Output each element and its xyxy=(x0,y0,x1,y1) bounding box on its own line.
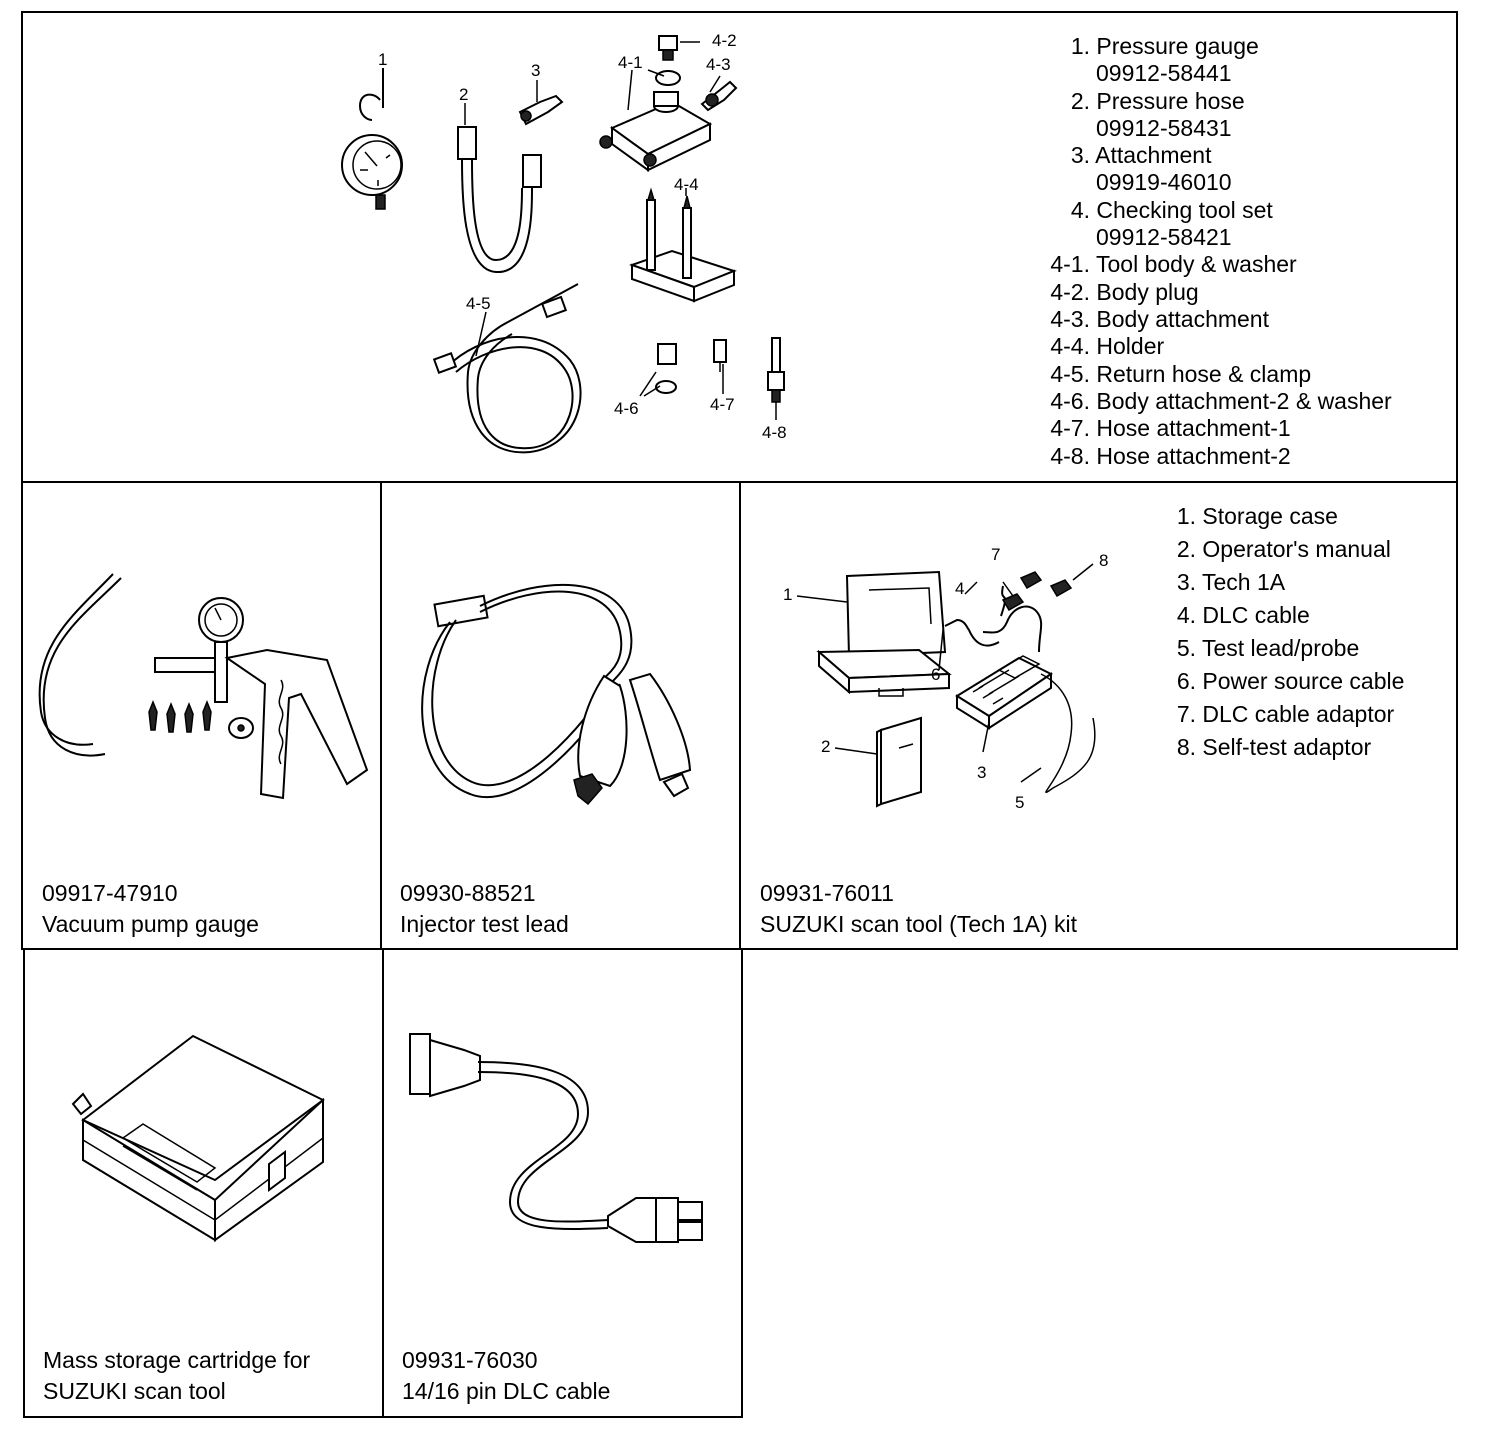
part-name: Pressure hose xyxy=(1096,88,1245,114)
scan-tool-kit-panel xyxy=(739,481,1458,950)
part-name: Body attachment-2 & washer xyxy=(1096,388,1392,414)
part-code: 09919-46010 xyxy=(1096,169,1232,195)
cartridge-line-1: Mass storage cartridge for xyxy=(43,1347,311,1373)
part-code: 09912-58441 xyxy=(1096,60,1232,86)
part-name: Tool body & washer xyxy=(1095,251,1297,277)
part-name: Hose attachment-2 xyxy=(1096,443,1291,469)
mass-storage-cartridge-panel xyxy=(23,948,384,1418)
scan-part-number: 3. xyxy=(1176,569,1196,595)
scan-part-number: 1. xyxy=(1176,503,1196,529)
injector-lead-name: Injector test lead xyxy=(400,911,569,937)
vacuum-pump-code: 09917-47910 xyxy=(42,880,178,906)
part-number: 4-7. xyxy=(1050,415,1090,441)
part-number: 4-2. xyxy=(1050,279,1090,305)
part-number: 4-4. xyxy=(1050,333,1090,359)
part-number: 4-6. xyxy=(1050,388,1090,414)
checking-tool-set-panel xyxy=(21,11,1458,483)
scan-part-name: Storage case xyxy=(1202,503,1338,529)
part-code: 09912-58431 xyxy=(1096,115,1232,141)
scan-callout-2: 2 xyxy=(821,737,830,756)
part-number: 4-3. xyxy=(1050,306,1090,332)
scan-part-number: 4. xyxy=(1176,602,1196,628)
part-name: Body plug xyxy=(1096,279,1199,305)
scan-part-name: Tech 1A xyxy=(1201,569,1286,595)
scan-part-number: 2. xyxy=(1176,536,1196,562)
part-name: Hose attachment-1 xyxy=(1096,415,1291,441)
mass-storage-cartridge-illustration xyxy=(71,1034,325,1242)
injector-test-lead-illustration xyxy=(421,583,692,806)
scan-tool-kit-illustration: 1 2 3 4 5 6 7 8 xyxy=(783,545,1108,812)
part-name: Checking tool set xyxy=(1096,197,1273,223)
scan-callout-7: 7 xyxy=(991,545,1000,564)
scan-callout-3: 3 xyxy=(977,763,986,782)
scan-part-number: 6. xyxy=(1176,668,1196,694)
scan-part-name: DLC cable adaptor xyxy=(1202,701,1395,727)
callout-1: 1 xyxy=(378,50,387,69)
part-number: 2. xyxy=(1070,88,1090,114)
part-name: Pressure gauge xyxy=(1096,33,1259,59)
part-number: 4-8. xyxy=(1050,443,1090,469)
scan-part-number: 5. xyxy=(1176,635,1196,661)
dlc-cable-name: 14/16 pin DLC cable xyxy=(402,1378,611,1404)
dlc-cable-code: 09931-76030 xyxy=(402,1347,538,1373)
scan-part-name: Operator's manual xyxy=(1202,536,1391,562)
scan-callout-1: 1 xyxy=(783,585,792,604)
fuel-pressure-tool-illustration: 1 2 3 4-1 4-2 4-3 4-4 4-5 4-6 4-7 4-8 xyxy=(341,31,787,454)
callout-4-6: 4-6 xyxy=(614,399,639,418)
scan-part-name: DLC cable xyxy=(1202,602,1310,628)
callout-4-4: 4-4 xyxy=(674,175,699,194)
part-name: Attachment xyxy=(1095,142,1212,168)
scan-tool-name: SUZUKI scan tool (Tech 1A) kit xyxy=(760,911,1077,937)
scan-callout-5: 5 xyxy=(1015,793,1024,812)
part-code: 09912-58421 xyxy=(1096,224,1232,250)
vacuum-pump-name: Vacuum pump gauge xyxy=(42,911,259,937)
callout-4-2: 4-2 xyxy=(712,31,737,50)
callout-3: 3 xyxy=(531,61,540,80)
part-name: Body attachment xyxy=(1096,306,1269,332)
callout-4-3: 4-3 xyxy=(706,55,731,74)
scan-part-number: 7. xyxy=(1176,701,1196,727)
scan-callout-4: 4 xyxy=(955,579,964,598)
scan-part-name: Self-test adaptor xyxy=(1202,734,1372,760)
part-number: 3. xyxy=(1070,142,1090,168)
dlc-cable-illustration xyxy=(409,1033,703,1243)
dlc-cable-panel xyxy=(382,948,743,1418)
part-number: 1. xyxy=(1070,33,1090,59)
scan-callout-8: 8 xyxy=(1099,551,1108,570)
callout-4-8: 4-8 xyxy=(762,423,787,442)
part-number: 4-1. xyxy=(1050,251,1090,277)
cartridge-line-2: SUZUKI scan tool xyxy=(43,1378,226,1404)
part-number: 4-5. xyxy=(1050,361,1090,387)
scan-callout-6: 6 xyxy=(931,665,940,684)
part-name: Holder xyxy=(1096,333,1165,359)
injector-lead-code: 09930-88521 xyxy=(400,880,536,906)
scan-part-name: Power source cable xyxy=(1202,668,1405,694)
scan-part-name: Test lead/probe xyxy=(1201,635,1360,661)
callout-4-1: 4-1 xyxy=(618,53,643,72)
callout-2: 2 xyxy=(459,85,468,104)
part-name: Return hose & clamp xyxy=(1096,361,1312,387)
callout-4-5: 4-5 xyxy=(466,294,491,313)
part-number: 4. xyxy=(1070,197,1090,223)
scan-part-number: 8. xyxy=(1176,734,1196,760)
scan-tool-code: 09931-76011 xyxy=(760,880,894,906)
vacuum-pump-gauge-illustration xyxy=(38,573,369,800)
callout-4-7: 4-7 xyxy=(710,395,735,414)
